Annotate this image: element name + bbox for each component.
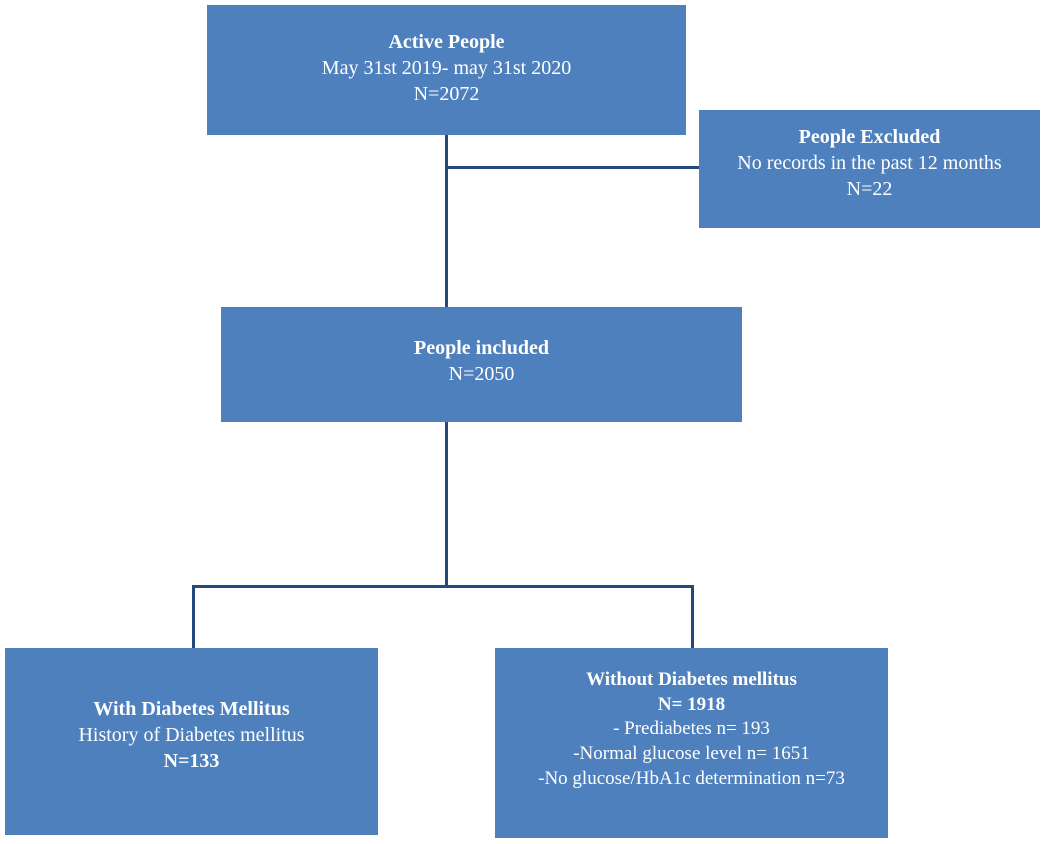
- node-without-dm-line-5: -No glucose/HbA1c determination n=73: [538, 767, 845, 789]
- connector-included-to-split: [445, 422, 448, 587]
- node-active-people-line-2: May 31st 2019- may 31st 2020: [321, 57, 572, 79]
- node-with-dm-line-1: With Diabetes Mellitus: [93, 698, 290, 720]
- connector-active-to-included: [445, 135, 448, 307]
- node-without-dm-line-2: N= 1918: [657, 693, 726, 715]
- node-with-dm-line-3: N=133: [163, 750, 220, 772]
- node-with-diabetes-mellitus: With Diabetes Mellitus History of Diabet…: [5, 648, 378, 835]
- node-people-excluded: People Excluded No records in the past 1…: [699, 110, 1040, 228]
- connector-split-to-without-dm: [691, 585, 694, 650]
- node-active-people-line-1: Active People: [388, 31, 505, 53]
- node-people-included-line-2: N=2050: [448, 363, 515, 385]
- node-people-excluded-line-1: People Excluded: [798, 126, 941, 148]
- node-without-dm-line-3: - Prediabetes n= 193: [613, 718, 770, 740]
- node-people-excluded-line-2: No records in the past 12 months: [737, 152, 1002, 174]
- connector-split-bar: [192, 585, 694, 588]
- node-without-diabetes-mellitus: Without Diabetes mellitus N= 1918 - Pred…: [495, 648, 888, 838]
- node-without-dm-line-4: -Normal glucose level n= 1651: [573, 743, 810, 765]
- node-active-people: Active People May 31st 2019- may 31st 20…: [207, 5, 686, 135]
- node-with-dm-line-2: History of Diabetes mellitus: [78, 724, 305, 746]
- connector-split-to-with-dm: [192, 585, 195, 650]
- node-people-included: People included N=2050: [221, 307, 742, 422]
- node-people-excluded-line-3: N=22: [846, 178, 893, 200]
- node-people-included-line-1: People included: [413, 337, 549, 359]
- node-active-people-line-3: N=2072: [413, 83, 480, 105]
- connector-branch-to-excluded: [445, 166, 699, 169]
- node-without-dm-line-1: Without Diabetes mellitus: [586, 669, 797, 690]
